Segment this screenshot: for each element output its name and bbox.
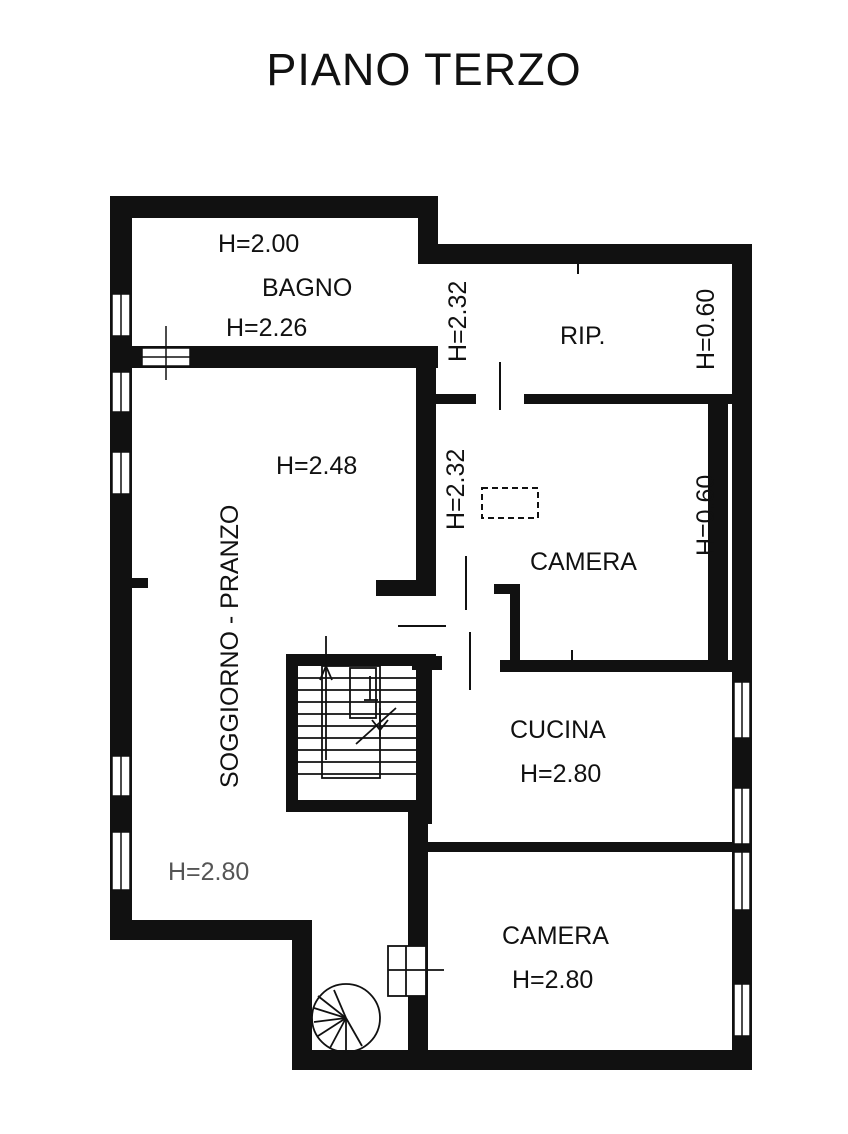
wall-camera-lower-west [408,810,428,1070]
wall-stair-south [286,800,428,812]
wall-stair-east [416,654,432,824]
wall-south-right [292,1050,752,1070]
camera-lower-height: H=2.80 [512,966,593,994]
window-mullions [120,294,743,1036]
bagno-height-top: H=2.00 [218,230,299,258]
camera-lower-label: CAMERA [502,922,609,950]
rip-label: RIP. [560,322,605,350]
camera-upper-height-right: H=0.60 [692,475,720,556]
wall-stair-west [286,654,298,812]
wall-camera-west [510,584,520,672]
skylight-icon [481,487,539,519]
wall-north-left [110,196,438,218]
wall-bagno-south [110,346,438,368]
wall-camera-inner-east [708,400,728,670]
staircase-icon [298,636,416,779]
camera-upper-label: CAMERA [530,548,637,576]
soggiorno-label: SOGGIORNO - PRANZO [216,505,244,788]
wall-rip-south-left [430,394,476,404]
walls [110,196,752,1070]
wall-spine-upper [416,346,436,596]
wall-stair-north [286,654,436,666]
cucina-label: CUCINA [510,716,606,744]
rip-height-right: H=0.60 [692,289,720,370]
wall-south-step [292,920,312,1070]
door-leaf [387,945,444,997]
wall-camera-south [500,660,736,672]
camera-upper-height-left: H=2.32 [442,449,470,530]
page-title: PIANO TERZO [266,44,582,95]
door-lines [398,262,579,690]
wall-south-left [110,920,310,940]
wall-east [732,244,752,1064]
bagno-height-bottom: H=2.26 [226,314,307,342]
wall-north-right [418,244,752,264]
rip-height-left: H=2.32 [444,281,472,362]
soggiorno-height-upper: H=2.48 [276,452,357,480]
soggiorno-height-lower: H=2.80 [168,858,249,886]
wall-camera-west-stub [494,584,520,594]
bagno-label: BAGNO [262,274,352,302]
wall-west-jamb [128,578,148,588]
wall-cucina-south [412,842,734,852]
wall-spine-stub [376,580,436,596]
cucina-height: H=2.80 [520,760,601,788]
wall-rip-south-right [524,394,736,404]
spiral-stair-icon [311,983,381,1053]
